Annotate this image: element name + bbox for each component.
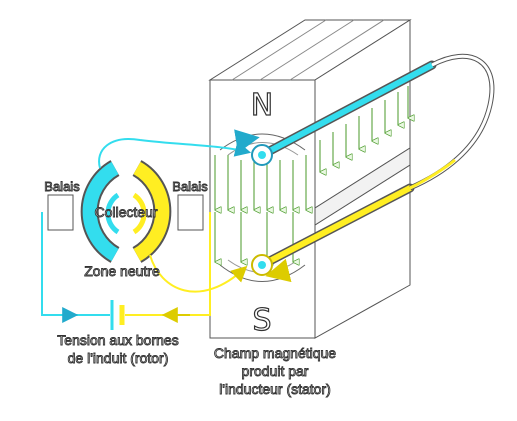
field-arrows-front bbox=[215, 155, 306, 262]
rotor-conductor-cyan bbox=[234, 60, 437, 166]
champ-label-line3: l'inducteur (stator) bbox=[219, 381, 331, 397]
champ-label-line2: produit par bbox=[242, 363, 309, 379]
brush-right bbox=[177, 194, 204, 231]
external-circuit bbox=[41, 138, 252, 323]
rotor-coil-back-loop bbox=[409, 53, 495, 191]
zone-neutre-label: Zone neutre bbox=[84, 263, 160, 279]
balais-left-label: Balais bbox=[44, 179, 80, 194]
tension-label-line1: Tension aux bornes bbox=[57, 332, 178, 348]
collecteur-label: Collecteur bbox=[94, 204, 157, 220]
tension-label-line2: de l'induit (rotor) bbox=[68, 350, 169, 366]
champ-label-line1: Champ magnétique bbox=[214, 345, 336, 361]
field-arrows-back bbox=[320, 86, 408, 172]
balais-right-label: Balais bbox=[172, 179, 208, 194]
battery-symbol bbox=[110, 300, 125, 330]
commutator bbox=[47, 160, 204, 263]
brush-left bbox=[47, 194, 74, 231]
rotor-conductor-yellow bbox=[251, 183, 415, 283]
pole-s-label: S bbox=[252, 303, 271, 338]
stator-magnet bbox=[208, 19, 412, 339]
pole-n-label: N bbox=[251, 88, 273, 123]
